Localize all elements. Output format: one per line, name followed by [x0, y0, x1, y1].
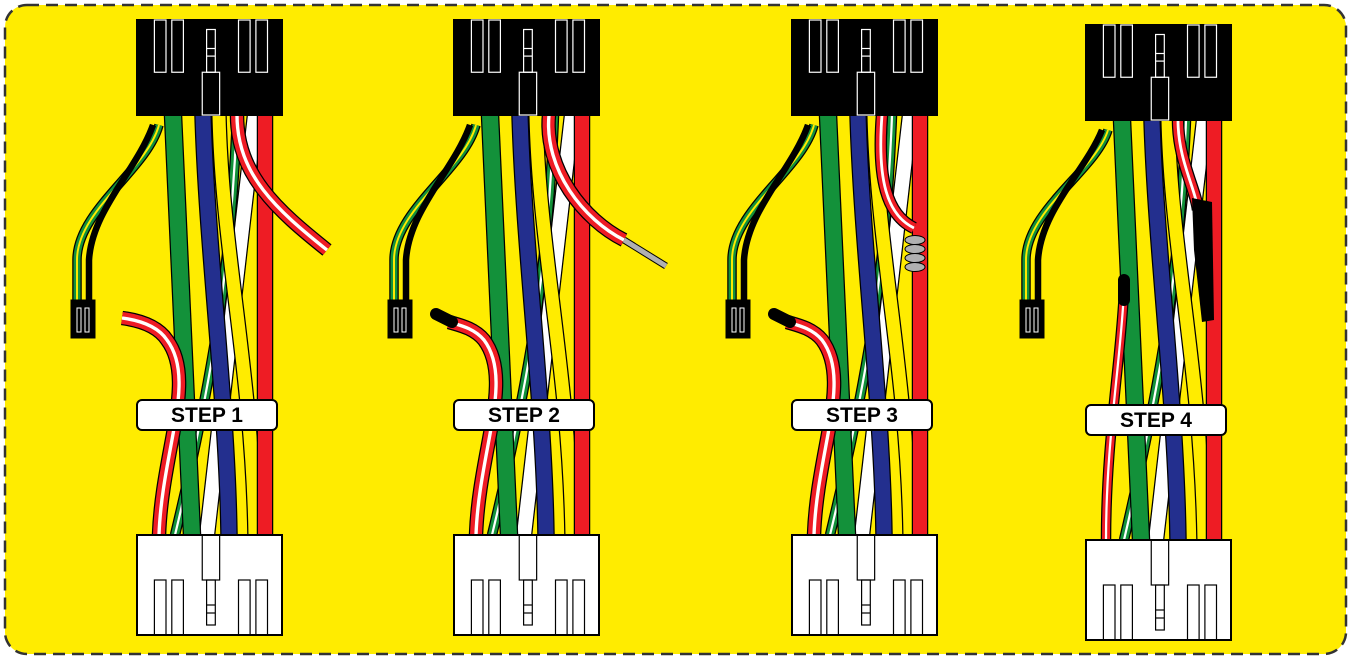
pigtail-wire [389, 123, 481, 300]
step-label: STEP 3 [826, 404, 898, 427]
red-white-wire-lower [120, 310, 187, 536]
pigtail-wire [1021, 128, 1113, 300]
pigtail-black-wire [85, 123, 157, 300]
red-white-wire-lower [1100, 289, 1130, 541]
diagram-background [3, 3, 1348, 656]
step-label: STEP 4 [1120, 409, 1192, 432]
yellow-wire [528, 114, 580, 536]
pigtail-black-wire [1034, 128, 1106, 300]
blue-wire [194, 114, 238, 536]
insulation-cap [768, 308, 796, 328]
step-label-box: STEP 1 [136, 399, 278, 431]
green-wire [1112, 119, 1151, 541]
step-panel-3: STEP 3 [725, 19, 938, 636]
step-label: STEP 1 [171, 404, 243, 427]
top-connector [453, 19, 600, 116]
electrical-tape [1192, 198, 1214, 322]
small-plug [725, 299, 751, 339]
step-panel-2: STEP 2 [387, 19, 668, 636]
blue-wire [511, 114, 555, 536]
bottom-connector [791, 534, 938, 636]
pigtail-wire [72, 123, 164, 300]
step-label-box: STEP 2 [453, 399, 595, 431]
red-white-wire-lower [446, 315, 504, 536]
step-label: STEP 2 [488, 404, 560, 427]
step-label-box: STEP 3 [791, 399, 933, 431]
step-panel-4: STEP 4 [1019, 24, 1232, 641]
blue-wire [1143, 119, 1187, 541]
pigtail-wire [727, 123, 819, 300]
green-wire [818, 114, 857, 536]
small-plug [70, 299, 96, 339]
blue-wire [849, 114, 893, 536]
green-wire [163, 114, 202, 536]
pigtail-black-wire [740, 123, 812, 300]
twisted-splice [904, 244, 926, 254]
yellow-wire [1160, 119, 1212, 541]
red-white-wire-upper [541, 114, 628, 247]
green-wire [480, 114, 519, 536]
small-plug [387, 299, 413, 339]
twisted-splice [904, 253, 926, 263]
insulation-cap [430, 308, 458, 328]
yellow-wire [211, 114, 263, 536]
bottom-connector [453, 534, 600, 636]
small-plug [1019, 299, 1045, 339]
twisted-splice [904, 262, 926, 272]
bottom-connector [136, 534, 283, 636]
bare-wire-end [622, 237, 668, 269]
step-label-box: STEP 4 [1085, 404, 1227, 436]
step-panel-1: STEP 1 [70, 19, 332, 636]
red-white-wire-lower [784, 315, 842, 536]
pigtail-black-wire [402, 123, 474, 300]
top-connector [1085, 24, 1232, 121]
red-white-wire-upper [229, 114, 332, 256]
top-connector [136, 19, 283, 116]
red-white-wire-upper [874, 114, 918, 234]
bottom-connector [1085, 539, 1232, 641]
top-connector [791, 19, 938, 116]
twisted-splice [904, 235, 926, 245]
